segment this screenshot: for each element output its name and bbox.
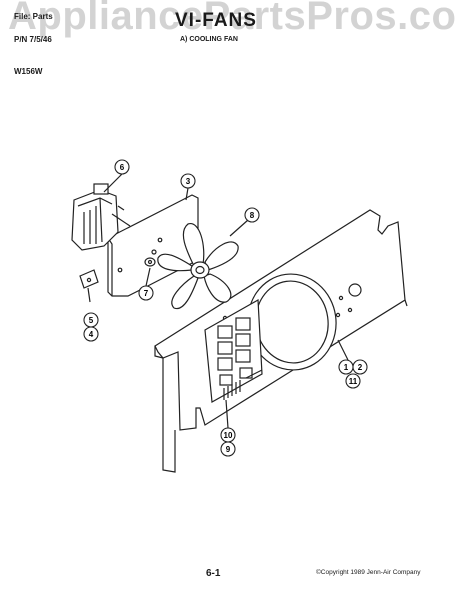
relay-board xyxy=(204,299,263,403)
svg-text:1: 1 xyxy=(344,363,349,372)
callout-1: 1 xyxy=(338,359,354,375)
fan-blade xyxy=(157,223,239,310)
page-number: 6-1 xyxy=(206,568,221,579)
callout-5: 5 xyxy=(83,312,99,328)
callout-11: 11 xyxy=(345,373,361,389)
svg-text:11: 11 xyxy=(349,377,358,386)
section-subtitle: A) COOLING FAN xyxy=(180,36,238,43)
svg-text:3: 3 xyxy=(186,177,191,186)
motor-bracket xyxy=(107,194,199,297)
part-number-label: P/N 7/5/46 xyxy=(14,35,52,44)
watermark: AppliancePartsPros.com xyxy=(8,0,458,38)
svg-text:10: 10 xyxy=(224,431,233,440)
svg-text:7: 7 xyxy=(144,289,149,298)
copyright-notice: ©Copyright 1989 Jenn-Air Company xyxy=(316,569,421,576)
leader-lines xyxy=(87,173,349,429)
clip-part xyxy=(79,269,99,289)
file-label: File: Parts xyxy=(14,12,53,21)
svg-text:2: 2 xyxy=(358,363,363,372)
svg-text:8: 8 xyxy=(250,211,255,220)
svg-text:4: 4 xyxy=(89,330,94,339)
callout-2: 2 xyxy=(352,359,368,375)
fan-motor xyxy=(71,183,131,251)
callout-8: 8 xyxy=(244,207,260,223)
svg-text:5: 5 xyxy=(89,316,94,325)
model-number: W156W xyxy=(14,67,43,76)
callout-6: 6 xyxy=(114,159,130,175)
section-title: VI-FANS xyxy=(175,10,257,31)
callout-7: 7 xyxy=(138,285,154,301)
svg-text:9: 9 xyxy=(226,445,231,454)
fan-nut xyxy=(144,257,156,267)
callout-10: 10 xyxy=(220,427,236,443)
svg-text:6: 6 xyxy=(120,163,125,172)
callout-9: 9 xyxy=(220,441,236,457)
callout-3: 3 xyxy=(180,173,196,189)
callout-4: 4 xyxy=(83,326,99,342)
